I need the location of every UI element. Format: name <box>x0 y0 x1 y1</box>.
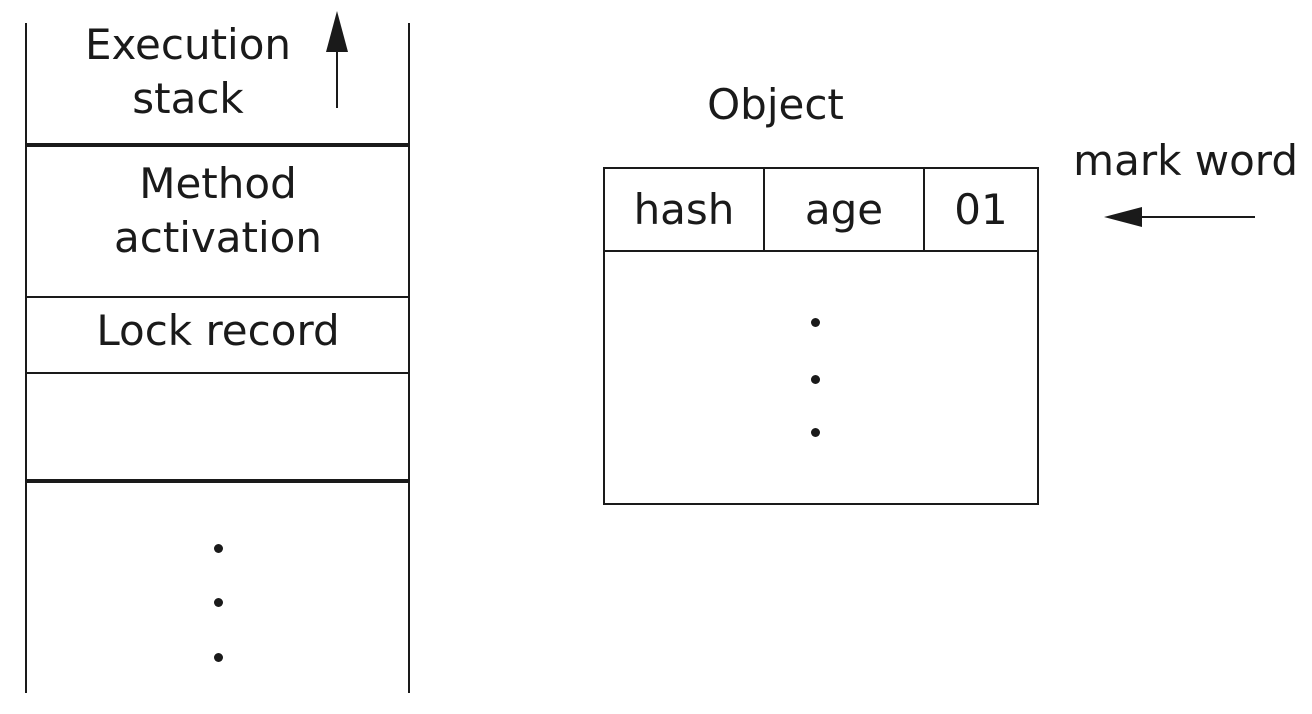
stack-frame-method-activation: Method activation <box>113 159 322 262</box>
stack-divider-thick-bottom <box>26 479 410 483</box>
object-title: Object <box>707 80 844 129</box>
ellipsis-dot <box>214 598 223 607</box>
ellipsis-dot <box>811 318 820 327</box>
mark-word-label: mark word <box>1073 136 1298 185</box>
object-box: hash age 01 <box>603 167 1039 505</box>
stack-divider-method-lock <box>26 296 410 298</box>
stack-growth-up-arrow-icon <box>326 11 348 108</box>
stack-left-border <box>25 23 27 693</box>
mark-word-hash-cell: hash <box>605 169 765 250</box>
ellipsis-dot <box>811 375 820 384</box>
stack-right-border <box>408 23 410 693</box>
mark-word-row: hash age 01 <box>605 169 1037 252</box>
ellipsis-dot <box>811 428 820 437</box>
object-body <box>605 252 1037 503</box>
stack-title: Execution stack <box>84 20 292 123</box>
mark-word-tag-bits-cell: 01 <box>954 185 1008 234</box>
ellipsis-dot <box>214 653 223 662</box>
stack-frame-lock-record: Lock record <box>96 306 340 355</box>
mark-word-pointer-left-arrow-icon <box>1104 207 1255 227</box>
stack-divider-thick-top <box>26 143 410 147</box>
ellipsis-dot <box>214 544 223 553</box>
stack-divider-lock-empty <box>26 372 410 374</box>
mark-word-age-cell: age <box>765 169 925 250</box>
